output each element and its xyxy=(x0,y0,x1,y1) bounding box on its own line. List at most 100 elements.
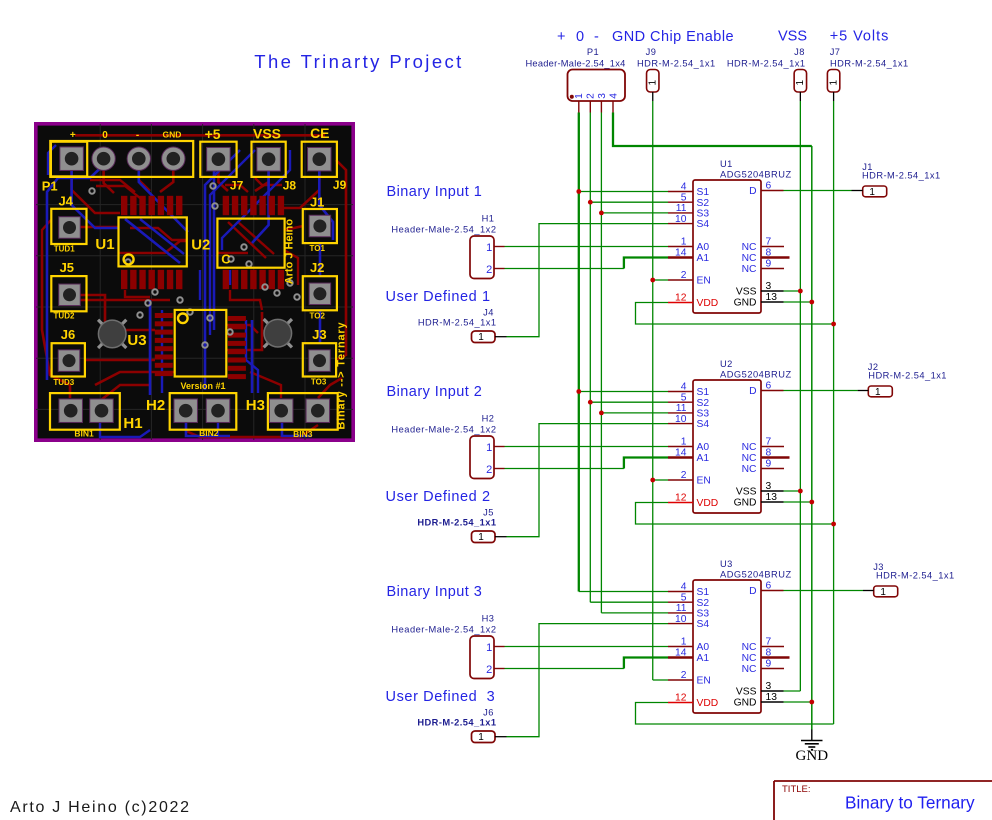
svg-text:5: 5 xyxy=(681,392,687,403)
svg-text:3: 3 xyxy=(766,681,772,692)
svg-text:0: 0 xyxy=(102,130,108,141)
svg-text:NC: NC xyxy=(742,242,757,253)
svg-text:Binary to Ternary: Binary to Ternary xyxy=(845,793,975,813)
svg-text:GND: GND xyxy=(734,698,757,709)
svg-text:Header-Male-2.54_1x4: Header-Male-2.54_1x4 xyxy=(525,59,625,69)
svg-text:1: 1 xyxy=(828,80,839,86)
svg-text:1: 1 xyxy=(681,237,687,248)
svg-text:GND: GND xyxy=(163,130,182,140)
svg-text:VSS: VSS xyxy=(253,126,281,142)
svg-text:3: 3 xyxy=(766,281,772,292)
svg-text:S1: S1 xyxy=(697,187,710,198)
svg-text:13: 13 xyxy=(766,492,778,503)
svg-text:H3: H3 xyxy=(482,613,495,623)
svg-text:P1: P1 xyxy=(587,47,599,57)
svg-text:0: 0 xyxy=(576,29,584,45)
svg-text:D: D xyxy=(749,386,756,397)
svg-text:A0: A0 xyxy=(697,642,710,653)
svg-text:1: 1 xyxy=(869,187,875,198)
svg-text:6: 6 xyxy=(766,181,772,192)
svg-text:NC: NC xyxy=(742,442,757,453)
svg-text:12: 12 xyxy=(675,693,687,704)
svg-text:1: 1 xyxy=(478,332,484,343)
svg-text:10: 10 xyxy=(675,214,687,225)
svg-text:J4: J4 xyxy=(483,308,494,318)
svg-text:VDD: VDD xyxy=(697,698,719,709)
svg-text:VSS: VSS xyxy=(736,487,757,498)
svg-text:J3: J3 xyxy=(312,327,326,342)
svg-text:A1: A1 xyxy=(697,453,710,464)
svg-text:5: 5 xyxy=(681,592,687,603)
svg-text:GND Chip Enable: GND Chip Enable xyxy=(612,29,734,45)
svg-text:User Defined 2: User Defined 2 xyxy=(386,489,491,505)
svg-text:5: 5 xyxy=(681,192,687,203)
svg-text:3: 3 xyxy=(766,481,772,492)
svg-text:U2: U2 xyxy=(191,237,210,254)
svg-text:4: 4 xyxy=(681,382,687,393)
svg-text:+: + xyxy=(557,29,565,45)
svg-text:11: 11 xyxy=(676,203,687,214)
svg-text:10: 10 xyxy=(675,614,687,625)
svg-text:12: 12 xyxy=(675,293,687,304)
svg-text:+: + xyxy=(70,130,76,141)
svg-text:4: 4 xyxy=(681,582,687,593)
svg-text:14: 14 xyxy=(675,248,687,259)
svg-text:4: 4 xyxy=(681,182,687,193)
svg-text:HDR-M-2.54_1x1: HDR-M-2.54_1x1 xyxy=(727,59,806,69)
svg-text:HDR-M-2.54_1x1: HDR-M-2.54_1x1 xyxy=(876,571,955,581)
svg-text:GND: GND xyxy=(796,748,829,764)
svg-text:TO2: TO2 xyxy=(309,312,325,321)
svg-text:User Defined 1: User Defined 1 xyxy=(386,289,491,305)
svg-text:Arto J Heino (c)2022: Arto J Heino (c)2022 xyxy=(10,799,191,816)
svg-text:J6: J6 xyxy=(483,708,494,718)
svg-text:H1: H1 xyxy=(482,213,495,223)
svg-text:+5: +5 xyxy=(205,126,221,142)
svg-text:HDR-M-2.54_1x1: HDR-M-2.54_1x1 xyxy=(862,171,941,181)
svg-text:S3: S3 xyxy=(697,409,710,420)
svg-text:1: 1 xyxy=(486,442,492,454)
svg-text:ADG5204BRUZ: ADG5204BRUZ xyxy=(720,570,792,580)
svg-text:1: 1 xyxy=(880,587,886,598)
svg-text:Header-Male-2.54_1x2: Header-Male-2.54_1x2 xyxy=(391,224,496,234)
svg-text:NC: NC xyxy=(742,253,757,264)
svg-text:J8: J8 xyxy=(794,47,805,57)
svg-text:EN: EN xyxy=(697,276,711,287)
svg-text:ADG5204BRUZ: ADG5204BRUZ xyxy=(720,370,792,380)
svg-text:2: 2 xyxy=(486,264,492,276)
svg-text:EN: EN xyxy=(697,476,711,487)
svg-text:VDD: VDD xyxy=(697,298,719,309)
svg-text:7: 7 xyxy=(766,437,772,448)
svg-text:J2: J2 xyxy=(868,362,879,372)
svg-text:S2: S2 xyxy=(697,398,710,409)
svg-text:1: 1 xyxy=(478,532,484,543)
svg-text:9: 9 xyxy=(766,259,772,270)
svg-text:HDR-M-2.54_1x1: HDR-M-2.54_1x1 xyxy=(417,718,496,728)
svg-text:2: 2 xyxy=(681,670,687,681)
svg-text:9: 9 xyxy=(766,459,772,470)
svg-text:11: 11 xyxy=(676,403,687,414)
svg-text:P1: P1 xyxy=(42,179,58,194)
svg-text:H3: H3 xyxy=(246,397,265,414)
svg-text:BIN1: BIN1 xyxy=(74,429,94,439)
svg-text:J9: J9 xyxy=(333,178,347,192)
svg-text:8: 8 xyxy=(766,248,772,259)
svg-text:8: 8 xyxy=(766,448,772,459)
svg-text:TUD2: TUD2 xyxy=(54,312,75,321)
svg-text:13: 13 xyxy=(766,292,778,303)
svg-text:1: 1 xyxy=(486,242,492,254)
svg-text:GND: GND xyxy=(734,298,757,309)
svg-text:J7: J7 xyxy=(830,47,841,57)
svg-text:A0: A0 xyxy=(697,242,710,253)
svg-text:S4: S4 xyxy=(697,619,710,630)
svg-text:TITLE:: TITLE: xyxy=(782,784,811,795)
svg-text:HDR-M-2.54_1x1: HDR-M-2.54_1x1 xyxy=(418,318,497,328)
svg-text:S3: S3 xyxy=(697,209,710,220)
svg-text:S2: S2 xyxy=(697,198,710,209)
svg-text:VSS: VSS xyxy=(736,687,757,698)
svg-text:J7: J7 xyxy=(230,179,244,193)
svg-text:J5: J5 xyxy=(483,508,494,518)
svg-text:TUD3: TUD3 xyxy=(53,378,74,387)
svg-text:Header-Male-2.54_1x2: Header-Male-2.54_1x2 xyxy=(391,624,496,634)
svg-text:BIN2: BIN2 xyxy=(199,428,219,438)
svg-text:+5 Volts: +5 Volts xyxy=(830,29,890,45)
